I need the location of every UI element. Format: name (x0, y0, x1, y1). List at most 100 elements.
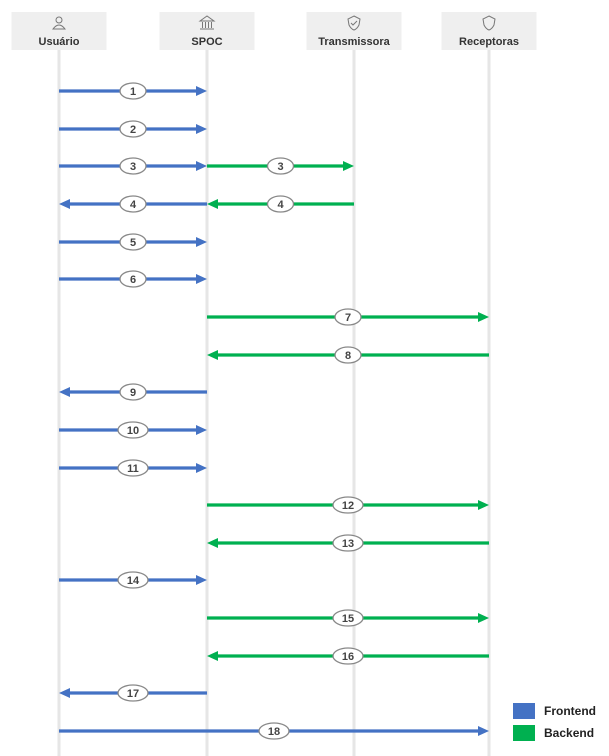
step-badge (332, 609, 364, 627)
step-badge (117, 459, 149, 477)
step-badge (332, 647, 364, 665)
step-badge (258, 722, 290, 740)
step-number: 11 (127, 463, 139, 475)
arrowhead (59, 387, 70, 397)
arrowhead (478, 500, 489, 510)
step-number: 4 (277, 199, 284, 211)
step-badge (332, 496, 364, 514)
lifeline-usuario: Usuário (11, 12, 107, 756)
message-frontend: 6 (59, 270, 207, 288)
lifeline-title: SPOC (191, 36, 222, 48)
message-frontend: 14 (59, 571, 207, 589)
lifeline-header (441, 12, 537, 50)
message-backend: 13 (207, 534, 489, 552)
step-badge (119, 233, 147, 251)
message-backend: 7 (207, 308, 489, 326)
legend-item-frontend: Frontend (513, 703, 596, 719)
message-backend: 16 (207, 647, 489, 665)
step-number: 18 (268, 726, 280, 738)
step-badge (334, 308, 362, 326)
step-badge (266, 157, 295, 175)
backend-swatch (513, 725, 535, 741)
backend-legend-label: Backend (544, 726, 595, 740)
arrowhead (343, 161, 354, 171)
frontend-swatch (513, 703, 535, 719)
step-badge (119, 82, 147, 100)
step-badge (332, 534, 364, 552)
message-backend: 3 (207, 157, 354, 175)
step-number: 2 (130, 124, 136, 136)
message-frontend: 2 (59, 120, 207, 138)
lifeline-receptoras: Receptoras (441, 12, 537, 756)
lifeline-title: Transmissora (318, 36, 390, 48)
step-number: 16 (342, 651, 354, 663)
arrowhead (196, 463, 207, 473)
arrowhead (478, 726, 489, 736)
frontend-legend-label: Frontend (544, 704, 596, 718)
shield-check-icon (347, 15, 361, 31)
shield-icon (482, 15, 496, 31)
message-backend: 15 (207, 609, 489, 627)
user-icon (51, 16, 67, 30)
arrowhead (207, 199, 218, 209)
lifeline-title: Receptoras (459, 36, 519, 48)
arrowhead (478, 312, 489, 322)
step-number: 15 (342, 613, 354, 625)
step-number: 14 (127, 575, 140, 587)
lifeline-header (159, 12, 255, 50)
message-frontend: 3 (59, 157, 207, 175)
arrowhead (196, 86, 207, 96)
step-badge (117, 571, 149, 589)
step-number: 5 (130, 237, 136, 249)
arrowhead (196, 425, 207, 435)
lifeline-title: Usuário (39, 36, 80, 48)
message-backend: 8 (207, 346, 489, 364)
legend: Frontend Backend (513, 703, 596, 747)
step-badge (119, 120, 147, 138)
message-frontend: 10 (59, 421, 207, 439)
legend-item-backend: Backend (513, 725, 596, 741)
step-number: 10 (127, 425, 139, 437)
arrowhead (196, 161, 207, 171)
step-badge (119, 383, 147, 401)
message-frontend: 5 (59, 233, 207, 251)
step-badge (117, 684, 149, 702)
step-number: 3 (130, 161, 136, 173)
step-number: 8 (345, 350, 351, 362)
message-backend: 12 (207, 496, 489, 514)
lifeline-transmissora: Transmissora (306, 12, 402, 756)
step-number: 6 (130, 274, 136, 286)
message-frontend: 4 (59, 195, 207, 213)
bank-icon (198, 15, 216, 30)
arrowhead (196, 237, 207, 247)
step-badge (119, 195, 147, 213)
lifeline-spoc: SPOC (159, 12, 255, 756)
lifeline-header (306, 12, 402, 50)
lifeline-header (11, 12, 107, 50)
arrowhead (478, 613, 489, 623)
step-number: 13 (342, 538, 354, 550)
step-number: 4 (130, 199, 137, 211)
message-frontend: 17 (59, 684, 207, 702)
step-badge (266, 195, 295, 213)
message-frontend: 1 (59, 82, 207, 100)
step-badge (119, 157, 147, 175)
arrowhead (207, 350, 218, 360)
step-number: 9 (130, 387, 136, 399)
step-number: 3 (277, 161, 283, 173)
arrowhead (196, 274, 207, 284)
arrowhead (59, 199, 70, 209)
arrowhead (59, 688, 70, 698)
step-number: 7 (345, 312, 351, 324)
step-badge (117, 421, 149, 439)
message-frontend: 11 (59, 459, 207, 477)
message-backend: 4 (207, 195, 354, 213)
step-number: 1 (130, 86, 136, 98)
step-number: 17 (127, 688, 139, 700)
arrowhead (196, 124, 207, 134)
step-badge (334, 346, 362, 364)
step-badge (119, 270, 147, 288)
step-number: 12 (342, 500, 354, 512)
arrowhead (207, 651, 218, 661)
